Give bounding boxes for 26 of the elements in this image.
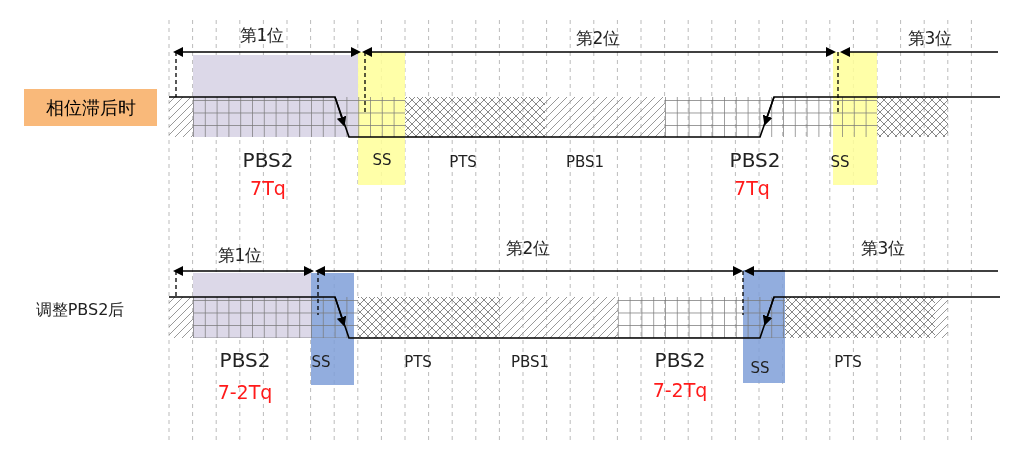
segment-label: SS — [750, 359, 770, 377]
duration-label: 7Tq — [734, 177, 770, 199]
segment-label: PBS2 — [242, 149, 294, 171]
bit-label: 第2位 — [575, 28, 621, 48]
segment-label: PBS2 — [729, 149, 781, 171]
segment-label: PTS — [834, 353, 862, 371]
segment-label: SS — [311, 353, 331, 371]
bit-label: 第3位 — [907, 28, 953, 48]
segment-label: SS — [372, 151, 392, 169]
segment-label: PBS1 — [510, 353, 550, 371]
bit-label: 第1位 — [217, 245, 263, 265]
bit-label: 第1位 — [239, 25, 285, 45]
duration-label: 7Tq — [250, 177, 286, 199]
segment-label: PTS — [449, 153, 477, 171]
row-label-box — [24, 89, 157, 126]
row-label: 调整PBS2后 — [35, 301, 125, 319]
segment-label: PBS2 — [219, 349, 271, 371]
segment-label: PBS2 — [654, 349, 706, 371]
bit-label: 第3位 — [860, 238, 906, 258]
duration-label: 7-2Tq — [217, 381, 273, 403]
segment-label: SS — [830, 153, 850, 171]
bit-label: 第2位 — [505, 238, 551, 258]
row-label: 相位滞后时 — [45, 95, 136, 120]
duration-label: 7-2Tq — [652, 379, 708, 401]
segment-label: PTS — [404, 353, 432, 371]
segment-label: PBS1 — [565, 153, 605, 171]
